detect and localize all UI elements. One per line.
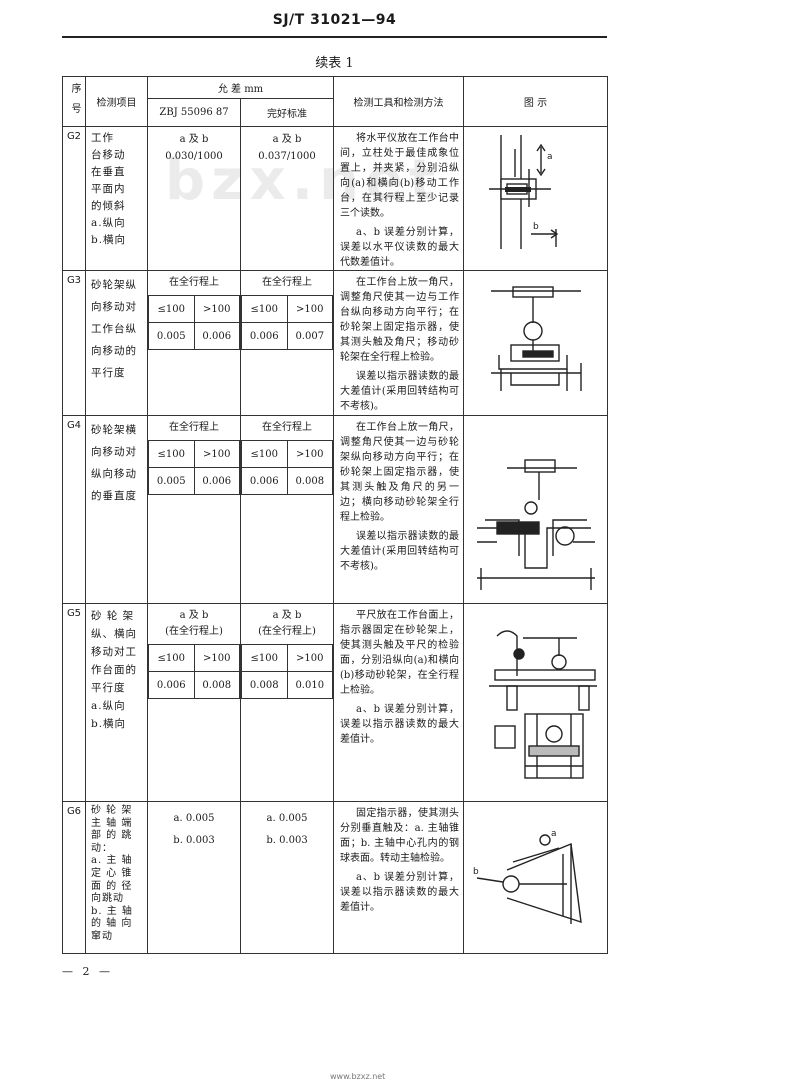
- table-caption: 续表 1: [315, 56, 354, 71]
- perpendicularity-diagram: [476, 459, 595, 590]
- spindle-runout-diagram: a b: [473, 829, 582, 924]
- inspection-item: 砂 轮 架 主 轴 端 部 的 跳 动： a. 主 轴 定 心 锥 面 的 径 …: [85, 801, 148, 954]
- footer-mark: www.bzxz.net: [330, 1072, 386, 1081]
- level-gauge-diagram: a b: [488, 135, 558, 249]
- row-number: G3: [62, 270, 86, 416]
- inspection-method: 平尺放在工作台面上，指示器固定在砂轮架上，使其测头触及平尺的检验面，分别沿纵向(…: [333, 603, 465, 802]
- inspection-method: 在工作台上放一角尺，调整角尺使其一边与工作台纵向移动方向平行；在砂轮架上固定指示…: [333, 270, 465, 416]
- inspection-method: 固定指示器，使其测头分别垂直触及：a. 主轴锥面；b. 主轴中心孔内的钢球表面。…: [333, 801, 465, 954]
- figure-g6: a b: [463, 801, 609, 954]
- header-rule: [62, 36, 607, 38]
- header-tol-std: ZBJ 55096 87: [147, 98, 241, 127]
- header-method: 检测工具和检测方法: [333, 76, 465, 127]
- row-number: G4: [62, 415, 86, 604]
- inspection-item: 工作 台移动 在垂直 平面内 的倾斜 a.纵向 b.横向: [85, 126, 148, 271]
- square-indicator-diagram: [490, 286, 582, 391]
- figure-g3: [463, 270, 609, 416]
- figure-g2: a b: [463, 126, 609, 271]
- inspection-item: 砂轮架纵 向移动对 工作台纵 向移动的 平行度: [85, 270, 148, 416]
- svg-text:a: a: [547, 152, 553, 162]
- page-number: — 2 —: [62, 965, 113, 978]
- tolerance-good: a 及 b 0.037/1000: [239, 126, 335, 271]
- svg-text:b: b: [473, 867, 479, 877]
- row-number: G5: [62, 603, 86, 802]
- inspection-method: 将水平仪放在工作台中间，立柱处于最佳成象位置上，并夹紧，分别沿纵向(a)和横向(…: [333, 126, 465, 271]
- standard-code: SJ/T 31021—94: [272, 12, 397, 28]
- inspection-table: 序号 检测项目 允 差 mm 检测工具和检测方法 图 示 ZBJ 55096 8…: [62, 76, 609, 954]
- table-row: G2 工作 台移动 在垂直 平面内 的倾斜 a.纵向 b.横向 a 及 b 0.…: [62, 126, 609, 271]
- header-tolerance: 允 差 mm: [146, 76, 335, 99]
- figure-g4: [463, 415, 609, 604]
- tolerance-std: a. 0.005 b. 0.003: [147, 801, 241, 954]
- inspection-method: 在工作台上放一角尺，调整角尺使其一边与砂轮架纵向移动方向平行；在砂轮架上固定指示…: [333, 415, 465, 604]
- table-row: G4 砂轮架横 向移动对 纵向移动 的垂直度 在全行程上 ≤100>100 0.…: [62, 415, 609, 604]
- svg-text:b: b: [533, 222, 539, 232]
- inspection-item: 砂 轮 架 纵、横向 移动对工 作台面的 平行度 a.纵向 b.横向: [85, 603, 148, 802]
- tolerance-std: a 及 b 0.030/1000: [147, 126, 241, 271]
- row-number: G2: [62, 126, 86, 271]
- svg-text:a: a: [551, 829, 557, 839]
- straightedge-diagram: [488, 630, 597, 779]
- table-row: G5 砂 轮 架 纵、横向 移动对工 作台面的 平行度 a.纵向 b.横向 a …: [62, 603, 609, 802]
- header-item: 检测项目: [85, 76, 148, 127]
- table-row: G3 砂轮架纵 向移动对 工作台纵 向移动的 平行度 在全行程上 ≤100>10…: [62, 270, 609, 416]
- figure-g5: [463, 603, 609, 802]
- header-tol-good: 完好标准: [239, 98, 335, 127]
- header-seq: 序号: [62, 76, 86, 127]
- inspection-item: 砂轮架横 向移动对 纵向移动 的垂直度: [85, 415, 148, 604]
- header-figure: 图 示: [463, 76, 609, 127]
- tolerance-good: a. 0.005 b. 0.003: [239, 801, 335, 954]
- row-number: G6: [62, 801, 86, 954]
- table-row: G6 砂 轮 架 主 轴 端 部 的 跳 动： a. 主 轴 定 心 锥 面 的…: [62, 801, 609, 954]
